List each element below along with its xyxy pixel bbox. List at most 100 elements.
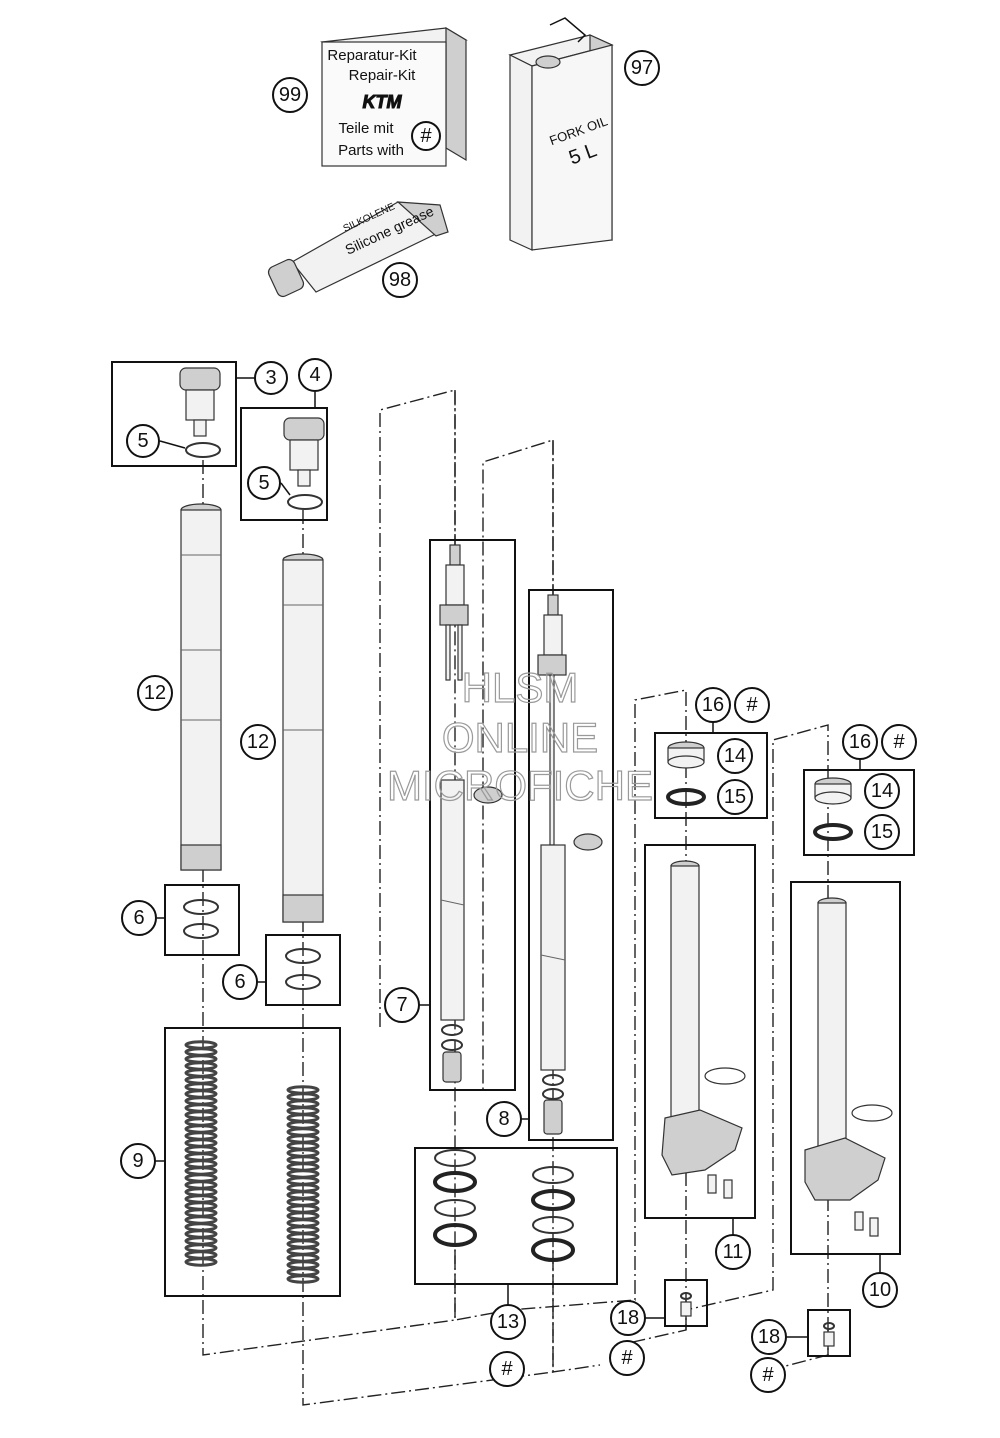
callout-6b[interactable]: 6 [222, 964, 258, 1000]
callout-14b[interactable]: 14 [864, 773, 900, 809]
spring-coil [184, 1110, 218, 1120]
guide-bushing-a [666, 741, 706, 806]
spring-coil [184, 1222, 218, 1232]
callout-15b[interactable]: 15 [864, 814, 900, 850]
svg-text:15: 15 [724, 786, 746, 808]
svg-text:98: 98 [389, 269, 411, 291]
svg-text:7: 7 [396, 994, 407, 1016]
bolt-box-18a [664, 1279, 708, 1327]
callout-14a[interactable]: 14 [717, 738, 753, 774]
callout-6a[interactable]: 6 [121, 900, 157, 936]
callout-11[interactable]: 11 [715, 1234, 751, 1270]
callout-3[interactable]: 3 [254, 361, 288, 395]
silicone-grease-tube: SILKOLENE Silicone grease [267, 201, 449, 298]
spring-coil [184, 1152, 218, 1162]
spring-coil [184, 1117, 218, 1127]
spring-coil [184, 1166, 218, 1176]
cap-box-4 [240, 407, 328, 521]
svg-text:HLSM: HLSM [462, 664, 579, 711]
o-ring-left [185, 442, 221, 458]
seal-set-left [433, 1149, 477, 1247]
callout-9[interactable]: 9 [120, 1143, 156, 1179]
callout-7[interactable]: 7 [384, 987, 420, 1023]
seal-set-right [531, 1166, 575, 1262]
spring-coil [184, 1250, 218, 1260]
callout-5a[interactable]: 5 [126, 424, 160, 458]
spring-coil [184, 1194, 218, 1204]
callout-16b-hash[interactable]: # [881, 724, 917, 760]
callout-18a[interactable]: 18 [610, 1300, 646, 1336]
seal-box-13 [414, 1147, 618, 1285]
svg-text:16: 16 [702, 694, 724, 716]
svg-text:#: # [420, 125, 432, 147]
callout-16b[interactable]: 16 [842, 724, 878, 760]
svg-text:6: 6 [133, 907, 144, 929]
svg-text:18: 18 [758, 1326, 780, 1348]
outer-tube-right [282, 553, 324, 923]
svg-text:#: # [501, 1358, 513, 1380]
callout-12a[interactable]: 12 [137, 675, 173, 711]
callout-8[interactable]: 8 [486, 1101, 522, 1137]
svg-text:MICROFICHE: MICROFICHE [387, 762, 653, 809]
callout-98[interactable]: 98 [382, 262, 418, 298]
spring-right [286, 1085, 320, 1284]
svg-text:11: 11 [723, 1241, 744, 1263]
callout-13[interactable]: 13 [490, 1304, 526, 1340]
callout-middle-hash[interactable]: # [609, 1340, 645, 1376]
bolt-18b [823, 1322, 835, 1347]
spring-coil [184, 1229, 218, 1239]
svg-text:97: 97 [631, 57, 653, 79]
callout-5b[interactable]: 5 [247, 466, 281, 500]
guide-bushing-b [813, 777, 853, 841]
o-ring-right [287, 494, 323, 510]
cartridge-box-7 [429, 539, 516, 1091]
bushing-box-right [265, 934, 341, 1006]
callout-12b[interactable]: 12 [240, 724, 276, 760]
cap-box-3 [111, 361, 237, 467]
spring-coil [184, 1054, 218, 1064]
cartridge-8 [537, 594, 603, 1135]
spring-coil [286, 1169, 320, 1179]
svg-text:4: 4 [309, 364, 320, 386]
watermark: HLSM ONLINE MICROFICHE [386, 663, 653, 809]
spring-coil [184, 1159, 218, 1169]
callout-97[interactable]: 97 [624, 50, 660, 86]
svg-text:12: 12 [247, 731, 269, 753]
cartridge-box-8 [528, 589, 614, 1141]
callout-18b[interactable]: 18 [751, 1319, 787, 1355]
svg-text:5: 5 [137, 430, 148, 452]
spring-coil [184, 1075, 218, 1085]
svg-text:10: 10 [869, 1279, 891, 1301]
fork-leg-box-10 [790, 881, 901, 1255]
callout-16a[interactable]: 16 [695, 687, 731, 723]
svg-text:9: 9 [132, 1150, 143, 1172]
repair-kit-line4: Parts with [338, 142, 404, 159]
fork-leg-box-11 [644, 844, 756, 1219]
svg-text:6: 6 [234, 971, 245, 993]
repair-kit-line1: Reparatur-Kit [327, 47, 417, 64]
svg-text:8: 8 [498, 1108, 509, 1130]
spring-coil [184, 1173, 218, 1183]
callout-18b-hash[interactable]: # [750, 1357, 786, 1393]
spring-coil [184, 1040, 218, 1050]
repair-kit-hash-callout: # [411, 121, 441, 151]
callout-15a[interactable]: 15 [717, 779, 753, 815]
callout-99[interactable]: 99 [272, 77, 308, 113]
cartridge-7 [439, 544, 503, 1083]
callout-16a-hash[interactable]: # [734, 687, 770, 723]
inner-tube-leg-11 [661, 860, 746, 1199]
repair-kit-line2: Repair-Kit [349, 67, 417, 84]
callout-13-hash[interactable]: # [489, 1351, 525, 1387]
svg-text:99: 99 [279, 84, 301, 106]
svg-text:5: 5 [258, 472, 269, 494]
callout-4[interactable]: 4 [298, 358, 332, 392]
spring-coil [184, 1082, 218, 1092]
svg-text:3: 3 [265, 367, 276, 389]
fork-cap-right [283, 417, 325, 487]
callout-10[interactable]: 10 [862, 1272, 898, 1308]
svg-text:16: 16 [849, 731, 871, 753]
bolt-box-18b [807, 1309, 851, 1357]
spring-coil [184, 1236, 218, 1246]
spring-coil [184, 1047, 218, 1057]
